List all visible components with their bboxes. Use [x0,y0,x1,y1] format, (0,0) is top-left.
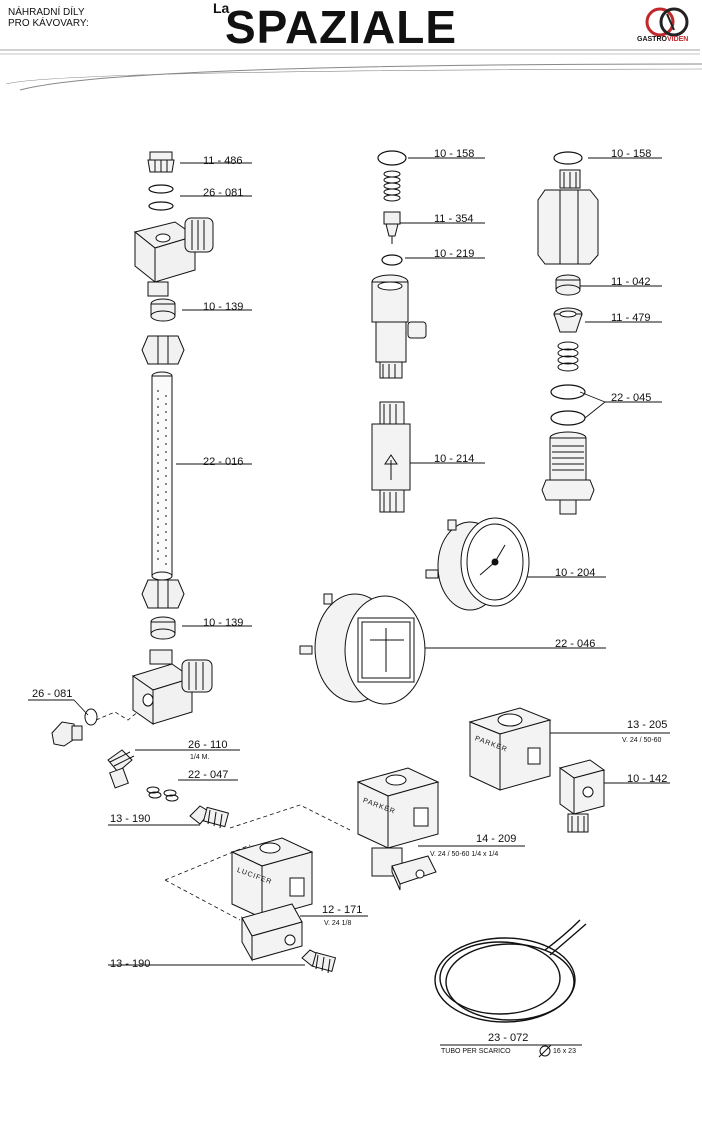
part-label: 12 - 171 [322,904,363,916]
check-valve-body-icon [371,274,427,379]
part-label: 22 - 047 [188,769,229,781]
inline-check-valve-icon [371,401,411,513]
hose-nipple-lower-icon [301,949,337,974]
pressure-gauge-large-icon [299,593,426,705]
elbow-fitting-lower-icon [131,649,213,725]
leader-lines [28,157,670,1046]
threaded-fitting-icon [541,431,595,515]
part-label: 13 - 205 [627,719,668,731]
header-line-1: NÁHRADNÍ DÍLY [8,7,85,18]
coil-connector-icon [558,759,606,833]
part-note: V. 24 1/8 [324,920,352,927]
part-label: 22 - 045 [611,392,652,404]
part-label: 10 - 139 [203,301,244,313]
part-label: 11 - 486 [203,155,243,167]
part-label: 14 - 209 [476,833,517,845]
nut-icon [141,335,185,365]
spring-small-icon [146,786,179,802]
o-ring-pair-icon [550,384,586,426]
part-label: 10 - 214 [434,453,475,465]
valve-plunger-icon [383,211,401,244]
part-label: 11 - 042 [611,276,651,288]
part-note: TUBO PER SCARICO [441,1048,511,1055]
part-label: 10 - 158 [434,148,475,160]
valve-cap-icon [147,151,175,173]
part-label: 10 - 204 [555,567,596,579]
ferrule-lower-icon [150,616,176,640]
o-ring-icon [148,184,174,211]
ferrule-icon [150,298,176,322]
drain-hose-coil-icon [434,919,587,1023]
part-label: 13 - 190 [110,958,151,970]
lucifer-solenoid-valve-icon [230,837,314,962]
parker-solenoid-valve-icon [356,767,440,891]
elbow-fitting-icon [133,217,214,297]
part-label: 13 - 190 [110,813,151,825]
o-ring-right-icon [553,151,583,165]
part-label: 22 - 046 [555,638,596,650]
sight-glass-tube-icon [151,371,173,581]
part-label: 26 - 110 [188,739,228,751]
pressure-gauge-small-icon [425,517,530,611]
part-label: 22 - 016 [203,456,244,468]
spring-icon [383,170,401,202]
brand-title: SPAZIALE [225,1,458,53]
angled-hose-fitting-icon [107,749,135,789]
hose-nipple-icon [189,805,230,829]
part-label: 10 - 139 [203,617,244,629]
valve-seat-icon [555,274,581,296]
dashed-connections [95,709,351,921]
gastroviden-logo-icon [645,7,689,37]
part-note: V. 24 / 50-60 [622,737,662,744]
header-subtitle: NÁHRADNÍ DÍLY PRO KÁVOVARY: [8,7,89,29]
part-label: 10 - 142 [627,773,668,785]
part-note: V. 24 / 50-60 1/4 x 1/4 [430,851,499,858]
part-label: 11 - 354 [434,213,474,225]
header-line-2: PRO KÁVOVARY: [8,18,89,29]
nut-lower-icon [141,579,185,609]
plug-screw-icon [51,708,98,747]
part-note: 1/4 M. [190,754,210,761]
part-label: 10 - 219 [434,248,475,260]
part-label: 10 - 158 [611,148,652,160]
part-note-diameter: 16 x 23 [553,1048,576,1055]
diameter-symbol-icon [538,1044,552,1058]
hex-body-icon [537,169,599,265]
o-ring-center-icon [377,150,407,266]
header-rules [0,49,702,91]
part-label: 23 - 072 [488,1032,529,1044]
part-label: 26 - 081 [203,187,244,199]
part-label: 26 - 081 [32,688,73,700]
logo-text: GASTROVIDEN [637,36,688,43]
parker-coil-icon [468,707,552,791]
brand-prefix: La [213,0,230,16]
part-label: 11 - 479 [611,312,651,324]
logo-text-a: GASTRO [637,36,667,43]
valve-disc-icon [553,307,583,333]
logo-text-b: VIDEN [666,36,689,43]
spring-right-icon [557,341,579,372]
